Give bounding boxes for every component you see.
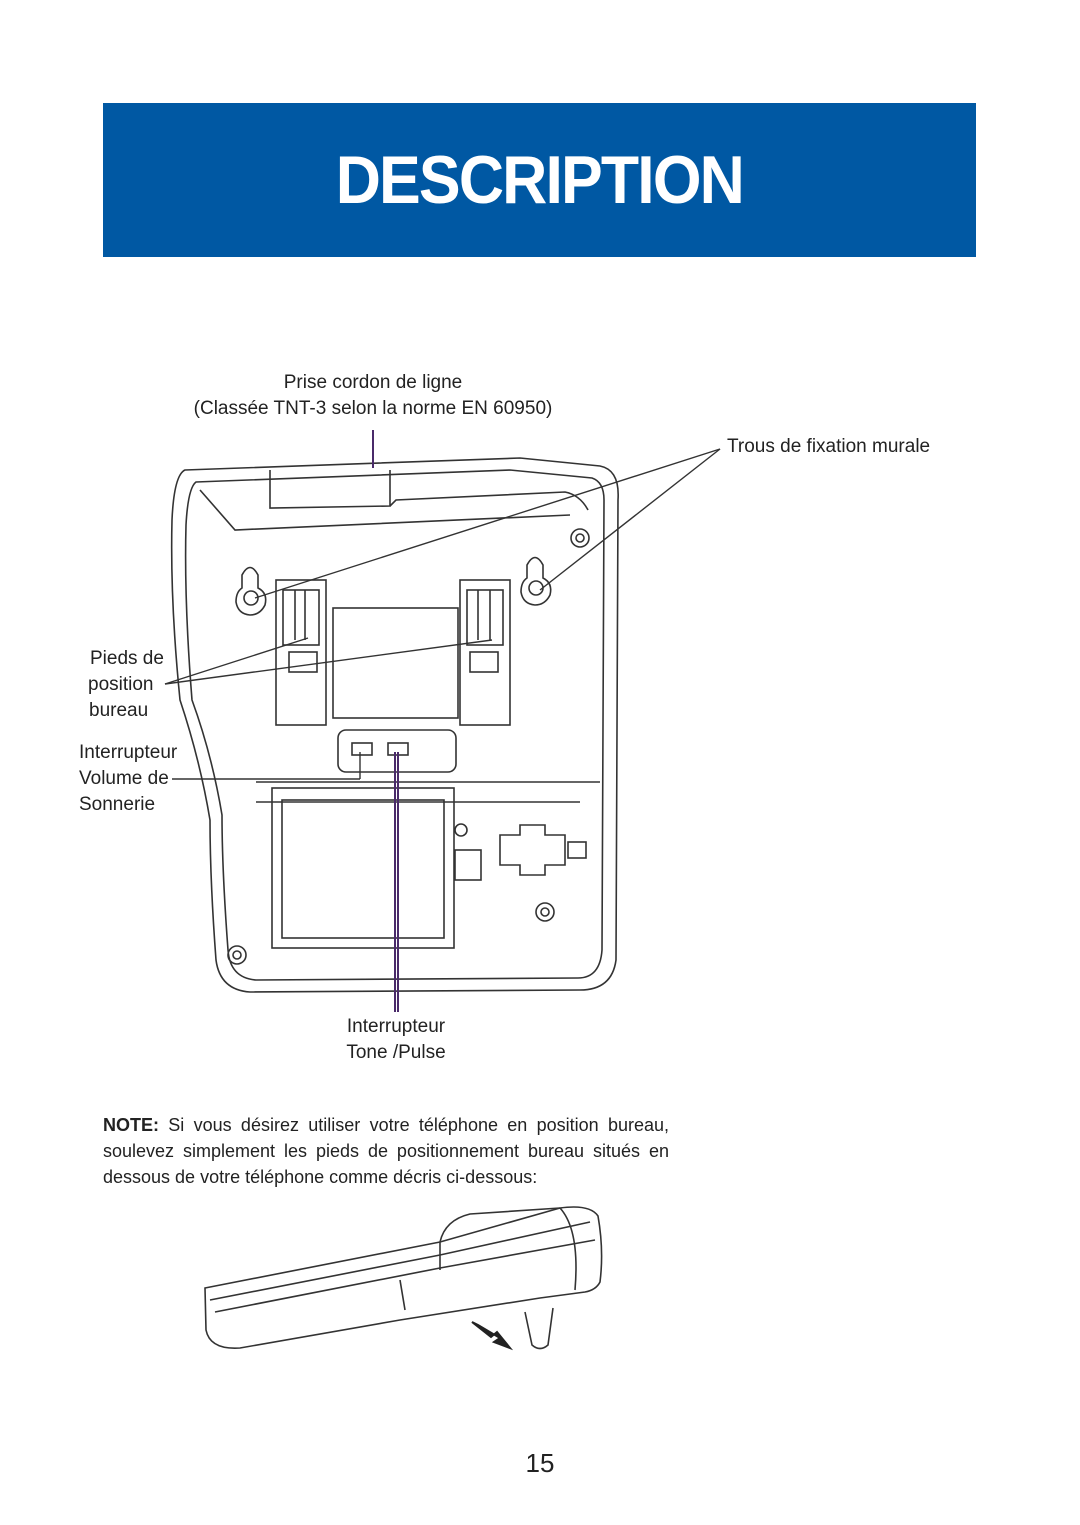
wall-holes-label: Trous de fixation murale: [727, 436, 931, 457]
tone-pulse-switch-label-line2: Tone /Pulse: [346, 1042, 446, 1063]
ringer-switch-label-line1: Interrupteur: [79, 742, 178, 763]
line-cord-label: Prise cordon de ligne: [283, 372, 463, 393]
note-prefix: NOTE:: [103, 1115, 159, 1135]
line-cord-rating-label: (Classée TNT-3 selon la norme EN 60950): [193, 398, 553, 419]
title-banner: DESCRIPTION: [103, 103, 976, 257]
desk-feet-label-line1: Pieds de: [90, 648, 164, 669]
desk-feet-label-line2: position: [88, 674, 154, 695]
page-number: 15: [525, 1448, 555, 1478]
page-title: DESCRIPTION: [335, 142, 745, 218]
note-paragraph: NOTE: Si vous désirez utiliser votre tél…: [103, 1112, 669, 1190]
ringer-switch-label-line3: Sonnerie: [79, 794, 156, 815]
ringer-switch-label-line2: Volume de: [79, 768, 169, 789]
note-text: Si vous désirez utiliser votre téléphone…: [103, 1115, 669, 1187]
desk-feet-label-line3: bureau: [89, 700, 149, 721]
tone-pulse-switch-label-line1: Interrupteur: [346, 1016, 446, 1037]
